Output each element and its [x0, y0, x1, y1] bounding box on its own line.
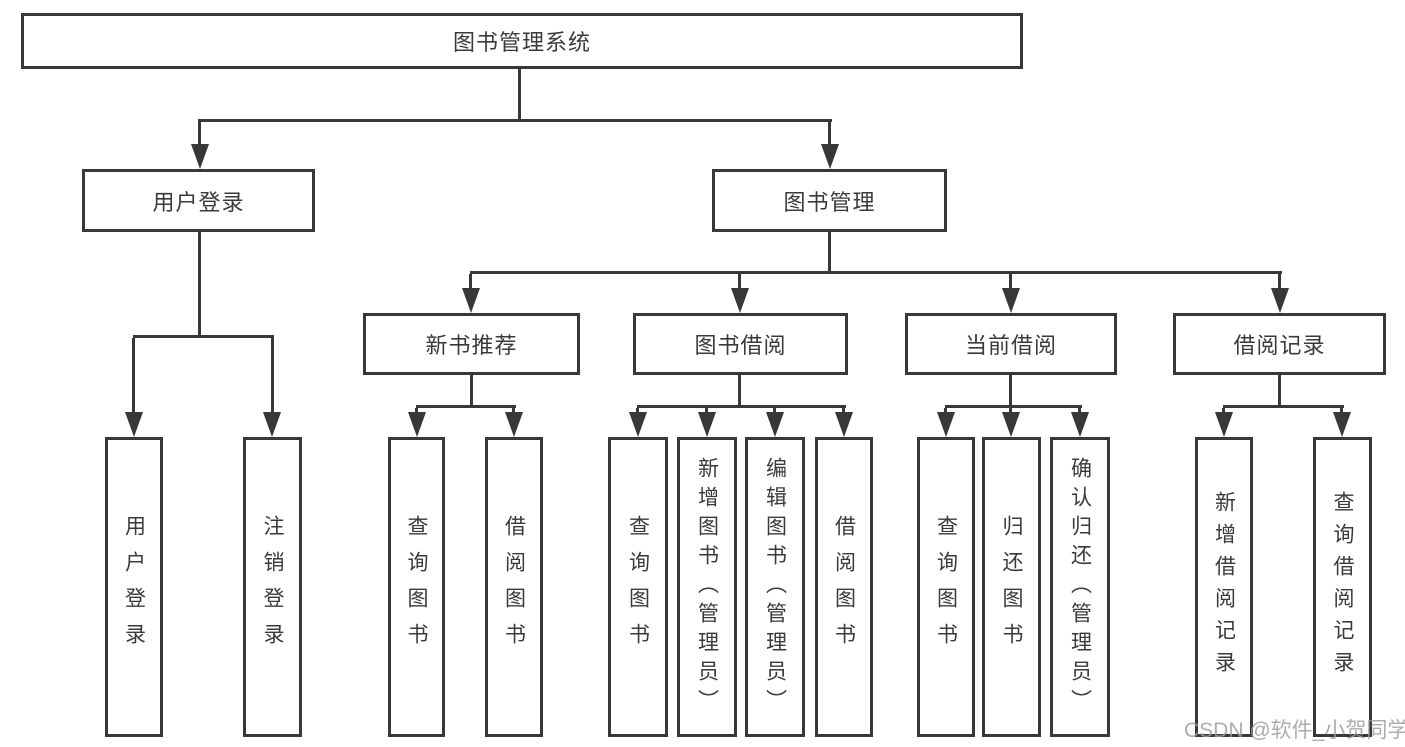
leaf-add-book-admin-label: 新增图书（管理员） — [695, 456, 719, 718]
arrow-down-icon — [1071, 412, 1089, 437]
connector-section-stem — [1278, 274, 1281, 288]
node-new-book-recommend: 新书推荐 — [363, 313, 580, 375]
leaf-query-book-borrow-label: 查询图书 — [626, 515, 650, 659]
arrow-down-icon — [835, 412, 853, 437]
node-current-borrow: 当前借阅 — [905, 313, 1117, 375]
leaf-borrow-book: 借阅图书 — [815, 437, 873, 737]
leaf-return-book: 归还图书 — [982, 437, 1041, 737]
arrow-down-icon — [1002, 288, 1020, 313]
connector-leaf-stem — [705, 408, 708, 412]
connector-user-login-down — [198, 232, 201, 338]
leaf-edit-book-admin: 编辑图书（管理员） — [745, 437, 805, 737]
leaf-borrow-book-label: 借阅图书 — [832, 515, 856, 659]
connector-leaf-stem — [636, 408, 639, 412]
connector-section-stem — [469, 274, 472, 288]
leaf-add-borrow-record: 新增借阅记录 — [1195, 437, 1253, 737]
connector-leaf-stem — [773, 408, 776, 412]
leaf-edit-book-admin-label: 编辑图书（管理员） — [763, 456, 787, 718]
node-book-borrow: 图书借阅 — [633, 313, 848, 375]
leaf-add-borrow-record-label: 新增借阅记录 — [1212, 491, 1236, 683]
connector-section2-bar — [637, 405, 846, 408]
arrow-down-icon — [462, 288, 480, 313]
connector-user-login-bar — [133, 335, 274, 338]
leaf-query-borrow-record-label: 查询借阅记录 — [1331, 491, 1354, 683]
leaf-query-book-recommend: 查询图书 — [388, 437, 445, 737]
node-user-login-label: 用户登录 — [152, 189, 245, 215]
connector-section2-down — [738, 375, 741, 408]
leaf-logout: 注销登录 — [243, 437, 302, 737]
connector-root-stem — [518, 69, 521, 122]
arrow-down-icon — [1002, 412, 1020, 437]
node-borrow-record-label: 借阅记录 — [1233, 333, 1326, 358]
connector-section1-bar — [416, 405, 516, 408]
arrow-down-icon — [125, 412, 143, 437]
connector-section4-bar — [1223, 405, 1344, 408]
arrow-down-icon — [629, 412, 647, 437]
leaf-query-borrow-record: 查询借阅记录 — [1313, 437, 1372, 737]
leaf-confirm-return-admin: 确认归还（管理员） — [1050, 437, 1110, 737]
connector-leaf-stem — [944, 408, 947, 412]
connector-leaf-stem — [1009, 408, 1012, 412]
leaf-query-book-current-label: 查询图书 — [934, 515, 958, 659]
connector-section-stem — [1009, 274, 1012, 288]
connector-leaf-stem — [271, 338, 274, 412]
leaf-query-book-recommend-label: 查询图书 — [405, 515, 428, 659]
leaf-logout-label: 注销登录 — [261, 515, 284, 659]
arrow-down-icon — [821, 144, 839, 169]
csdn-watermark: CSDN @软件_小贺同学 — [1184, 719, 1405, 742]
arrow-down-icon — [1333, 412, 1351, 437]
connector-section3-down — [1009, 375, 1012, 408]
arrow-down-icon — [698, 412, 716, 437]
arrow-down-icon — [408, 412, 426, 437]
leaf-borrow-book-recommend: 借阅图书 — [485, 437, 543, 737]
node-book-management-label: 图书管理 — [783, 189, 876, 215]
node-root: 图书管理系统 — [21, 13, 1023, 69]
leaf-query-book-borrow: 查询图书 — [608, 437, 668, 737]
connector-leaf-stem — [132, 338, 135, 412]
connector-leaf-stem — [842, 408, 845, 412]
connector-book-mgmt-bar — [470, 271, 1282, 274]
connector-section1-down — [470, 375, 473, 408]
leaf-query-book-current: 查询图书 — [917, 437, 975, 737]
node-book-borrow-label: 图书借阅 — [694, 333, 787, 358]
connector-leaf-stem — [512, 408, 515, 412]
node-user-login: 用户登录 — [82, 169, 315, 232]
node-root-label: 图书管理系统 — [452, 30, 591, 55]
connector-section3-bar — [945, 405, 1082, 408]
connector-book-mgmt-stem — [828, 122, 831, 144]
node-new-book-recommend-label: 新书推荐 — [425, 333, 518, 358]
arrow-down-icon — [191, 144, 209, 169]
arrow-down-icon — [731, 288, 749, 313]
connector-book-mgmt-down — [828, 232, 831, 274]
arrow-down-icon — [1215, 412, 1233, 437]
node-current-borrow-label: 当前借阅 — [964, 333, 1057, 358]
node-borrow-record: 借阅记录 — [1173, 313, 1386, 375]
arrow-down-icon — [766, 412, 784, 437]
connector-leaf-stem — [1078, 408, 1081, 412]
connector-section-stem — [738, 274, 741, 288]
arrow-down-icon — [1271, 288, 1289, 313]
connector-leaf-stem — [1340, 408, 1343, 412]
arrow-down-icon — [505, 412, 523, 437]
connector-leaf-stem — [415, 408, 418, 412]
leaf-return-book-label: 归还图书 — [1000, 515, 1023, 659]
arrow-down-icon — [263, 412, 281, 437]
leaf-add-book-admin: 新增图书（管理员） — [677, 437, 737, 737]
node-book-management: 图书管理 — [712, 169, 947, 232]
leaf-confirm-return-admin-label: 确认归还（管理员） — [1068, 456, 1092, 718]
leaf-borrow-book-recommend-label: 借阅图书 — [502, 515, 526, 659]
connector-section4-down — [1278, 375, 1281, 408]
leaf-user-login-label: 用户登录 — [122, 515, 146, 659]
leaf-user-login: 用户登录 — [105, 437, 163, 737]
arrow-down-icon — [937, 412, 955, 437]
connector-leaf-stem — [1222, 408, 1225, 412]
connector-root-bar — [198, 119, 832, 122]
connector-user-login-stem — [198, 122, 201, 144]
